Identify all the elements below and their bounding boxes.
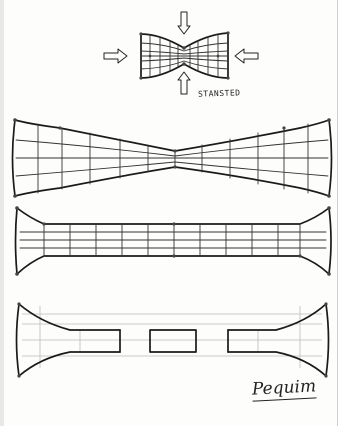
artist-signature: Pequim <box>251 376 316 401</box>
arrow-left-icon <box>235 49 258 63</box>
arrow-up-icon <box>178 72 190 94</box>
flared-grid-sketch <box>15 206 331 276</box>
panel-outline-sketch <box>17 302 329 377</box>
arrow-right-icon <box>104 49 127 63</box>
wide-grid-sketch <box>13 118 332 198</box>
arrow-down-icon <box>178 12 190 34</box>
stansted-label: STANSTED <box>198 88 241 98</box>
